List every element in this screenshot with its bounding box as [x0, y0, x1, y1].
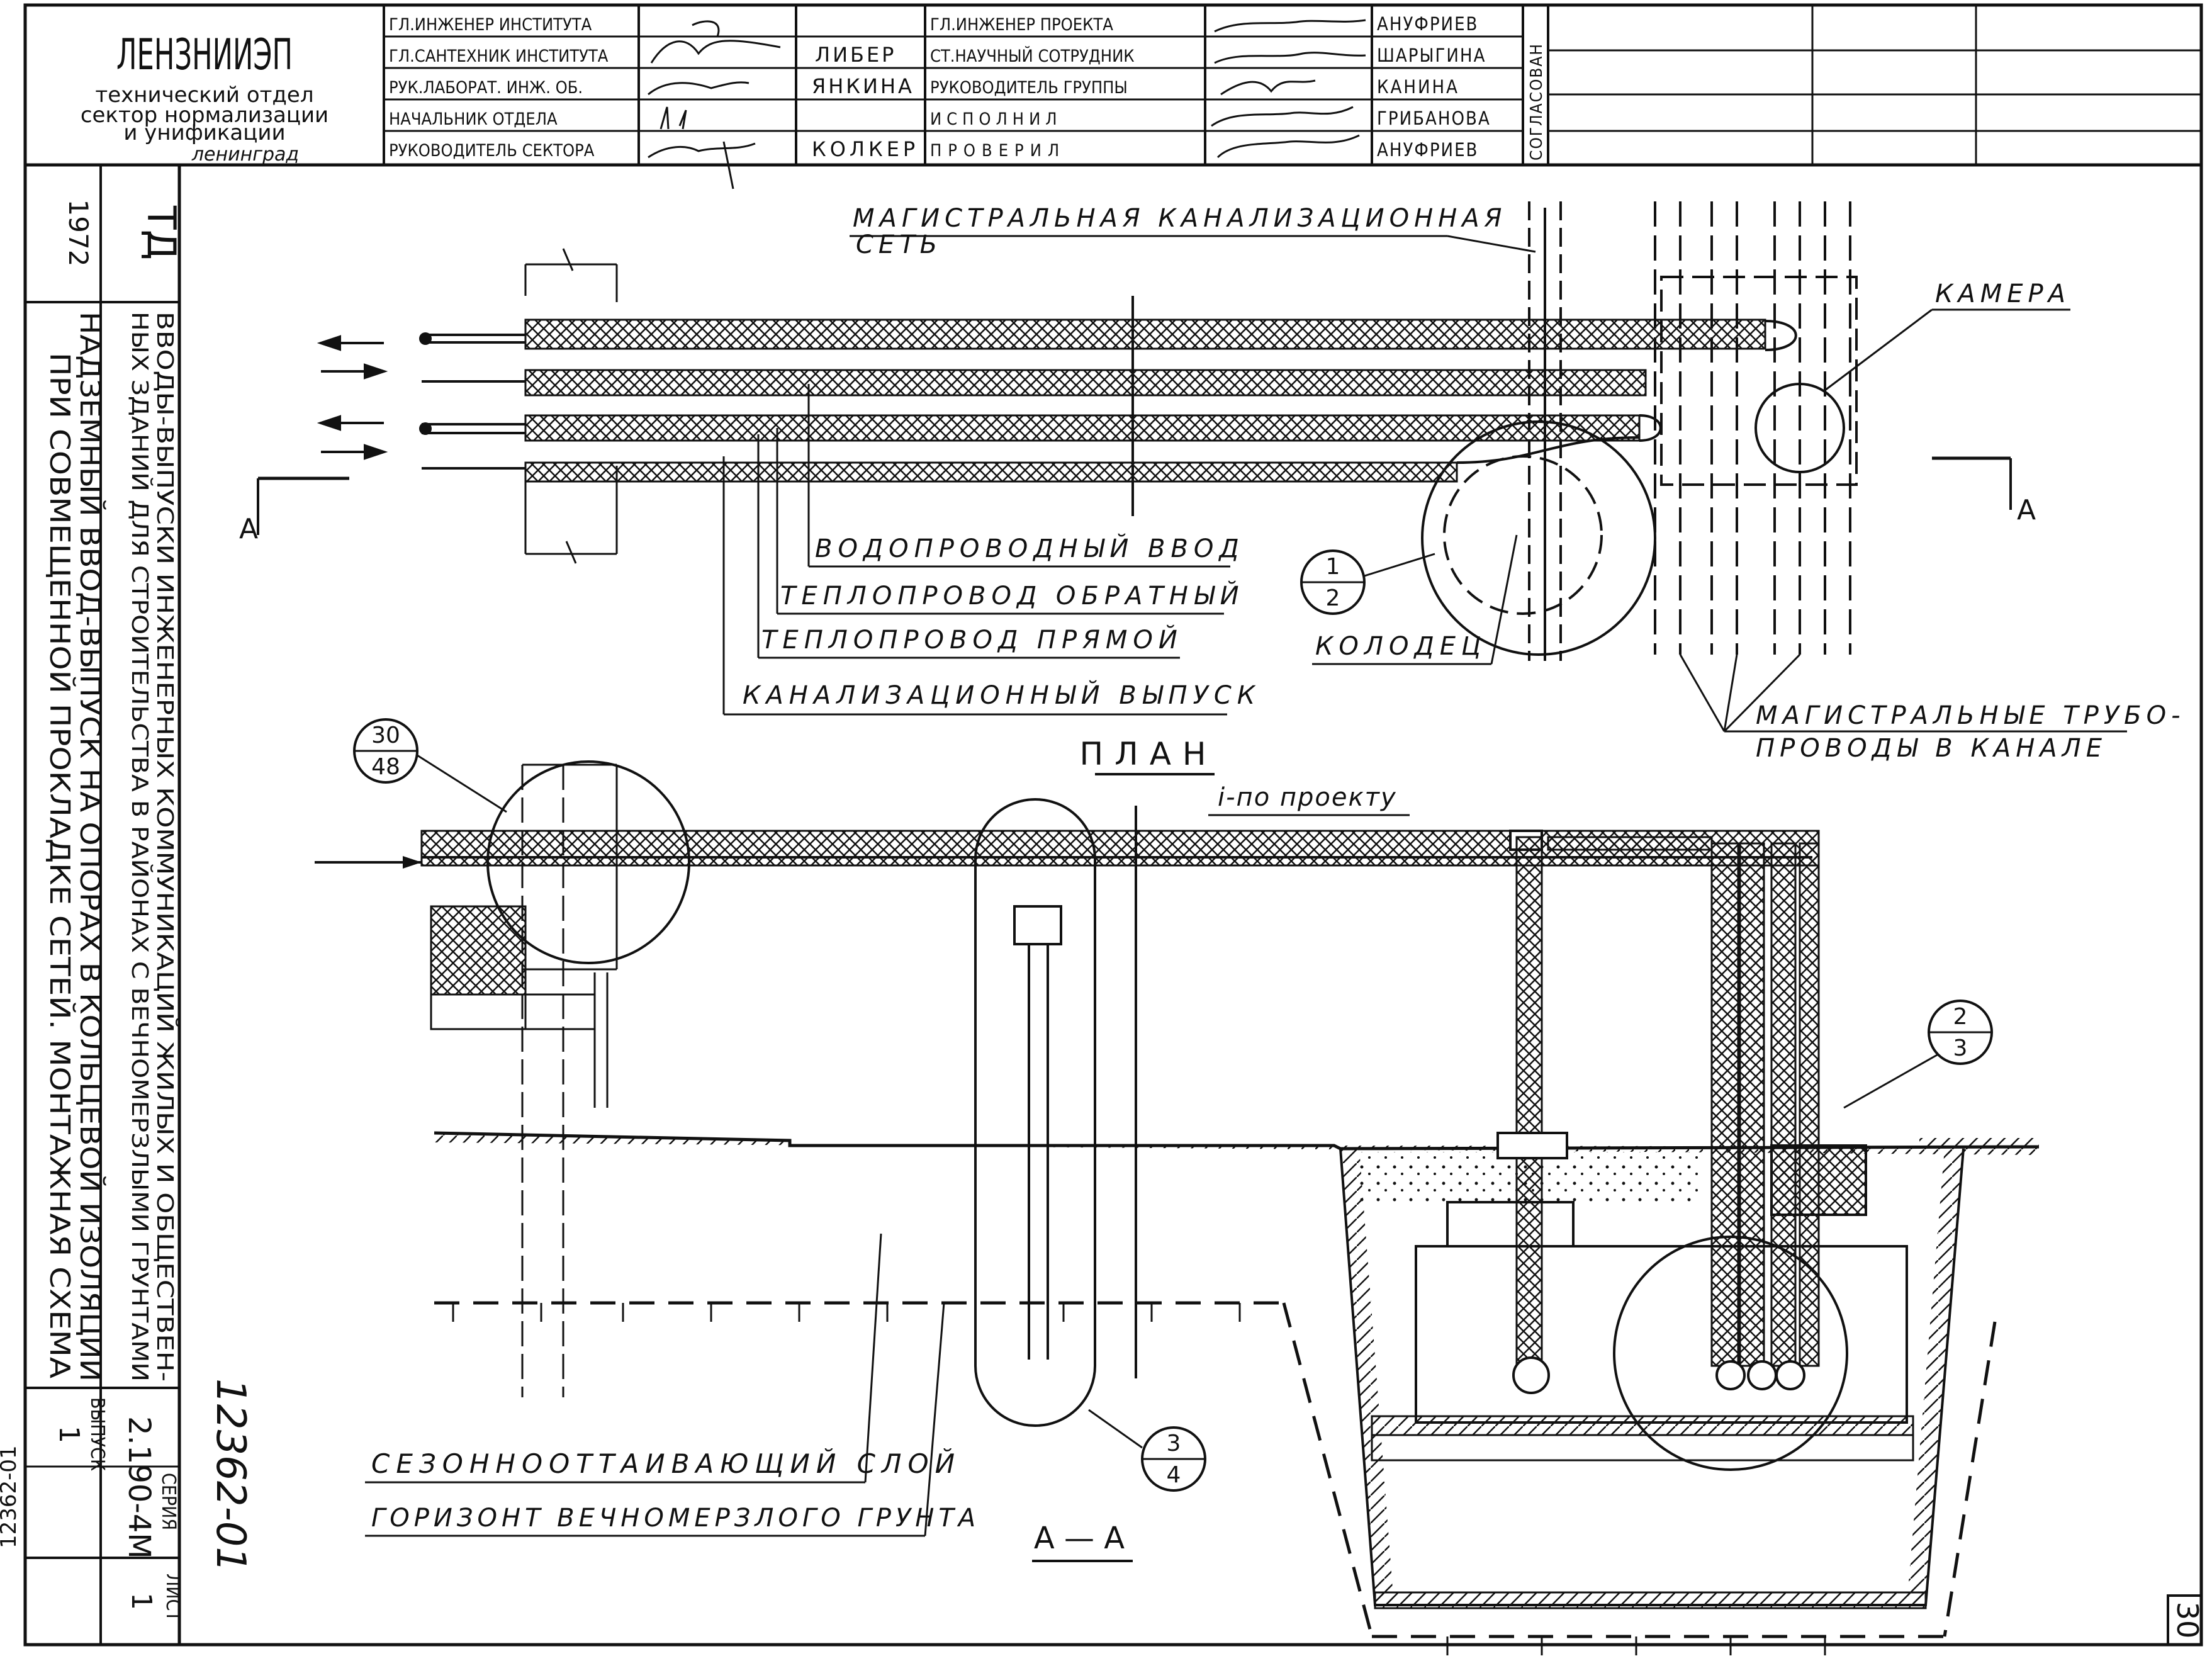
callout-1-2: 1 2	[1300, 549, 1435, 615]
signature-table: ГЛ.ИНЖЕНЕР ИНСТИТУТА ГЛ.САНТЕХНИК ИНСТИТ…	[383, 5, 2201, 189]
svg-text:3: 3	[1167, 1431, 1181, 1456]
title-line-1: ВВОДЫ-ВЫПУСКИ ИНЖЕНЕРНЫХ КОММУНИКАЦИЙ ЖИ…	[152, 312, 178, 1382]
handwritten-stamp: 12362-01	[207, 1378, 254, 1572]
trench-chamber	[1339, 1132, 1965, 1609]
sig-r-role-3: ИСПОЛНИЛ	[930, 110, 1062, 129]
section-title: А — А	[1034, 1521, 1125, 1556]
handwritten-signatures	[648, 19, 1366, 189]
sheet-label: ЛИСТ	[162, 1574, 184, 1621]
section-mark-left: А	[239, 476, 349, 545]
org-block: ЛЕНЗНИИЭП технический отдел сектор норма…	[81, 30, 328, 166]
sig-role-0: ГЛ.ИНЖЕНЕР ИНСТИТУТА	[389, 15, 592, 35]
issue-value: 1	[53, 1426, 85, 1443]
label-well: КОЛОДЕЦ	[1315, 632, 1486, 661]
sheet-value: 1	[125, 1592, 157, 1610]
slope-label: i-по проекту	[1218, 783, 1397, 812]
title-line-2: НЫХ ЗДАНИЙ ДЛЯ СТРОИТЕЛЬСТВА В РАЙОНАХ С…	[126, 312, 153, 1382]
label-heat-supply: ТЕПЛОПРОВОД ПРЯМОЙ	[761, 624, 1183, 655]
label-sewer-out: КАНАЛИЗАЦИОННЫЙ ВЫПУСК	[743, 680, 1260, 710]
chamber	[1654, 201, 1858, 655]
section-view: 30 48	[315, 718, 2040, 1655]
label-chamber: КАМЕРА	[1935, 279, 2070, 308]
label-water: ВОДОПРОВОДНЫЙ ВВОД	[815, 533, 1245, 563]
sig-name-1: ЛИБЕР	[815, 43, 896, 67]
sig-r-role-0: ГЛ.ИНЖЕНЕР ПРОЕКТА	[930, 15, 1113, 35]
page-number: 30	[2170, 1602, 2204, 1639]
title-strip: 1972 ТД ВВОДЫ-ВЫПУСКИ ИНЖЕНЕРНЫХ КОММУНИ…	[0, 200, 184, 1622]
sheet-frame	[23, 3, 2203, 1647]
org-unif: и унификации	[123, 120, 285, 145]
label-main-sewer: МАГИСТРАЛЬНАЯ КАНАЛИЗАЦИОННАЯ	[853, 204, 1507, 233]
sig-r-role-2: РУКОВОДИТЕЛЬ ГРУППЫ	[930, 78, 1128, 98]
sig-role-2: РУК.ЛАБОРАТ. ИНЖ. ОБ.	[389, 78, 583, 98]
org-name: ЛЕНЗНИИЭП	[116, 30, 293, 80]
archive-number: 12362-01	[0, 1445, 21, 1548]
callout-3-4: 3 4	[1088, 1409, 1206, 1492]
support-pile	[974, 798, 1137, 1427]
sig-name-4: КОЛКЕР	[812, 137, 919, 161]
sig-r-name-2: КАНИНА	[1377, 76, 1459, 98]
label-seasonal: СЕЗОННООТТАИВАЮЩИЙ СЛОЙ	[371, 1448, 961, 1479]
agreed-label: СОГЛАСОВАН	[1527, 43, 1546, 161]
svg-text:4: 4	[1167, 1462, 1181, 1488]
sig-r-role-1: СТ.НАУЧНЫЙ СОТРУДНИК	[930, 46, 1134, 66]
subtitle-line-1: НАДЗЕМНЫЙ ВВОД-ВЫПУСК НА ОПОРАХ В КОЛЬЦЕ…	[74, 312, 107, 1382]
label-mains-1: МАГИСТРАЛЬНЫЕ ТРУБО-	[1756, 701, 2186, 730]
td-mark: ТД	[138, 205, 184, 260]
sig-r-name-0: АНУФРИЕВ	[1377, 13, 1478, 35]
issue-label: ВЫПУСК	[86, 1397, 108, 1471]
plan-title: ПЛАН	[1080, 736, 1218, 775]
callout-30-48: 30 48	[353, 718, 690, 964]
manhole-well	[1421, 420, 1656, 656]
svg-text:30: 30	[371, 723, 400, 748]
svg-text:А: А	[239, 513, 258, 545]
svg-text:3: 3	[1953, 1035, 1968, 1061]
building-wall-section	[521, 763, 618, 1397]
sig-role-4: РУКОВОДИТЕЛЬ СЕКТОРА	[389, 141, 595, 161]
sig-role-1: ГЛ.САНТЕХНИК ИНСТИТУТА	[389, 47, 609, 66]
ground-surface	[434, 1131, 2040, 1155]
svg-text:2: 2	[1326, 585, 1340, 611]
sig-r-name-4: АНУФРИЕВ	[1377, 139, 1478, 161]
plan-labels: МАГИСТРАЛЬНАЯ КАНАЛИЗАЦИОННАЯ СЕТЬ КАМЕР…	[722, 204, 2186, 763]
permafrost-horizon	[434, 1301, 1997, 1655]
series-value: 2.190-4М	[121, 1416, 157, 1559]
page-number-box: 30	[2167, 1594, 2204, 1646]
sig-r-name-3: ГРИБАНОВА	[1377, 108, 1491, 129]
label-main-sewer-2: СЕТЬ	[856, 230, 942, 259]
org-dept: технический отдел	[95, 82, 313, 108]
building-wall	[524, 248, 618, 564]
sig-r-role-4: ПРОВЕРИЛ	[930, 141, 1065, 161]
svg-text:ПЛАН: ПЛАН	[1080, 736, 1218, 772]
org-sector: сектор нормализации	[81, 103, 328, 128]
svg-text:48: 48	[371, 754, 400, 780]
org-city: ленинград	[191, 144, 299, 166]
callout-2-3: 2 3	[1613, 1000, 1993, 1471]
label-heat-return: ТЕПЛОПРОВОД ОБРАТНЫЙ	[780, 580, 1245, 611]
year: 1972	[63, 200, 94, 267]
flow-arrows	[317, 335, 388, 460]
svg-text:2: 2	[1953, 1004, 1968, 1030]
sig-r-name-1: ШАРЫГИНА	[1377, 45, 1486, 66]
plan-view: А А	[239, 201, 2186, 775]
series-label: СЕРИЯ	[157, 1473, 179, 1530]
main-sewer-line	[1528, 201, 1562, 661]
subtitle-line-2: ПРИ СОВМЕЩЕННОЙ ПРОКЛАДКЕ СЕТЕЙ. МОНТАЖН…	[43, 352, 77, 1378]
label-mains-2: ПРОВОДЫ В КАНАЛЕ	[1756, 734, 2107, 763]
pipe-bundle-plan	[419, 318, 1797, 483]
vertical-risers	[1515, 836, 1820, 1386]
svg-text:А: А	[2017, 494, 2036, 526]
label-permafrost: ГОРИЗОНТ ВЕЧНОМЕРЗЛОГО ГРУНТА	[371, 1504, 980, 1533]
sig-role-3: НАЧАЛЬНИК ОТДЕЛА	[389, 110, 558, 129]
svg-text:1: 1	[1326, 554, 1340, 580]
section-mark-right: А	[1932, 456, 2036, 526]
sig-name-2: ЯНКИНА	[812, 74, 914, 98]
